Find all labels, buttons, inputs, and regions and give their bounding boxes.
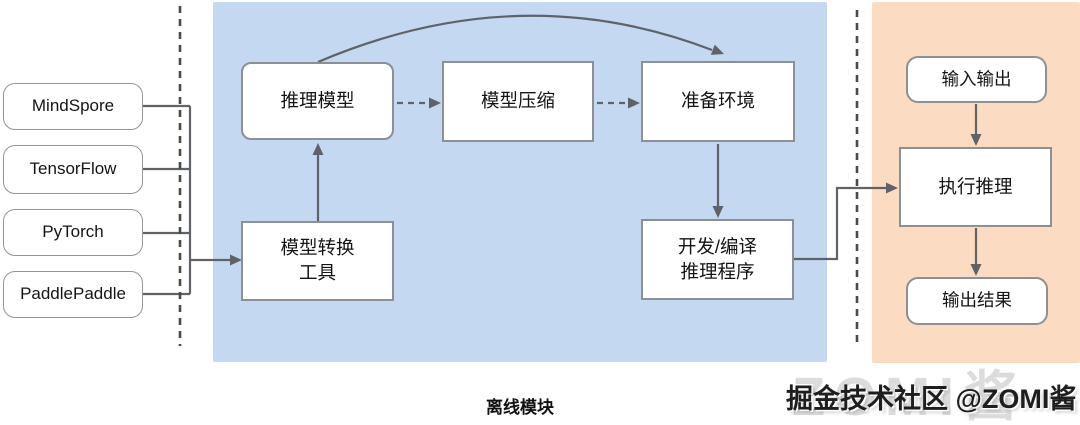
node-develop-compile-program-line1: 开发/编译: [677, 235, 758, 257]
node-paddlepaddle-label: PaddlePaddle: [20, 284, 126, 304]
node-model-conversion-tool-line2: 工具: [298, 262, 336, 283]
node-prepare-environment: 准备环境: [641, 61, 795, 142]
node-input-output-label: 输入输出: [941, 68, 1012, 89]
node-mindspore: MindSpore: [3, 83, 143, 130]
node-tensorflow-label: TensorFlow: [29, 159, 117, 179]
node-output-result-label: 输出结果: [942, 290, 1012, 311]
node-inference-model-label: 推理模型: [280, 89, 355, 111]
node-tensorflow: TensorFlow: [3, 145, 143, 194]
node-pytorch-label: PyTorch: [42, 222, 104, 242]
offline-module-region: [213, 2, 827, 362]
framework-bus-lines: [143, 104, 192, 296]
offline-module-caption: 离线模块: [486, 398, 554, 417]
node-model-conversion-tool-line1: 模型转换: [280, 237, 355, 259]
watermark-text: 掘金技术社区 @ZOMI酱: [786, 384, 1077, 414]
node-model-conversion-tool: 模型转换 工具: [241, 221, 394, 301]
node-inference-model: 推理模型: [241, 62, 394, 140]
node-output-result: 输出结果: [906, 277, 1048, 325]
node-mindspore-label: MindSpore: [31, 96, 115, 116]
node-pytorch: PyTorch: [3, 209, 143, 256]
node-develop-compile-program: 开发/编译 推理程序: [641, 219, 794, 300]
node-execute-inference: 执行推理: [899, 147, 1052, 227]
node-prepare-environment-label: 准备环境: [680, 90, 755, 112]
node-paddlepaddle: PaddlePaddle: [3, 271, 143, 318]
watermark-ghost-text: ZOMI酱: [792, 367, 1026, 425]
node-input-output: 输入输出: [906, 56, 1047, 103]
node-model-compression: 模型压缩: [442, 61, 594, 142]
node-execute-inference-label: 执行推理: [938, 175, 1013, 197]
node-model-compression-label: 模型压缩: [480, 90, 555, 112]
node-develop-compile-program-line2: 推理程序: [680, 260, 755, 282]
